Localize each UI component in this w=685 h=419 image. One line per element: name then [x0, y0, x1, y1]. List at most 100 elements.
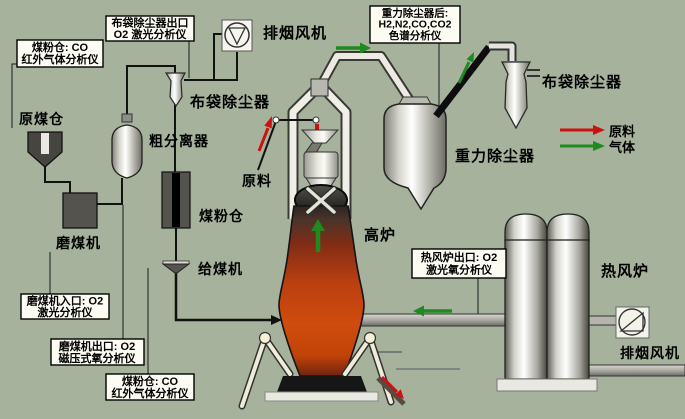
label-gravity-dust-collector: 重力除尘器 [455, 147, 535, 165]
label-coal-powder-bunker: 煤粉仓 [199, 208, 244, 224]
analyzer-coal-co-top[interactable]: 煤粉仓: CO 红外气体分析仪 [16, 39, 104, 68]
gas-arrow-offtake-head [466, 52, 474, 63]
legend-raw-material-arrowhead [593, 125, 605, 135]
tapping-runner [376, 376, 406, 406]
tuyere-ball-left [258, 331, 272, 345]
coal-injection-arrowhead [271, 315, 282, 325]
legend-raw-material-label: 原料 [609, 124, 635, 139]
coal-feeder [161, 260, 191, 274]
gas-up-arrow-head [311, 219, 325, 231]
label-bag-filter-right: 布袋除尘器 [542, 73, 622, 91]
furnace-body [278, 205, 365, 377]
leg [368, 336, 393, 404]
gas-arrow-bridge-head [360, 42, 371, 54]
analyzer-text: 煤粉仓: CO [122, 374, 179, 388]
bag-filter-left-body [164, 72, 186, 108]
conveyor-joint [312, 116, 320, 124]
feed-arrow-head [264, 116, 272, 129]
offtake-pipe-black [433, 44, 492, 119]
pipe-bagfilter-to-fan [184, 52, 238, 81]
analyzer-box[interactable] [50, 338, 145, 366]
analyzer-text: H2,N2,CO,CO2 [379, 19, 452, 31]
collector-body [383, 103, 447, 211]
analyzer-hot-stove-outlet[interactable]: 热风炉出口: O2 激光氧分析仪 [411, 248, 507, 279]
analyzer-text: 热风炉出口: O2 [421, 250, 497, 264]
pipe-bunker-to-mill [44, 165, 71, 193]
analyzer-box[interactable] [16, 39, 104, 68]
coal-powder-bunker [161, 171, 191, 229]
analyzer-connector-lines [11, 41, 479, 374]
analyzer-after-gravity-collector[interactable]: 重力除尘器后: H2,N2,CO,CO2 色谱分析仪 [369, 5, 461, 44]
stove-dome-2 [546, 213, 590, 242]
stove-to-fan-pipe [588, 315, 618, 326]
label-coal-mill: 磨煤机 [56, 235, 101, 251]
bag-filter-right-body [500, 61, 532, 130]
conveyor-joint [272, 116, 280, 124]
uptake-left [289, 85, 320, 219]
analyzer-mill-inlet[interactable]: 磨煤机入口: O2 激光分析仪 [20, 293, 110, 320]
legs [240, 336, 393, 408]
hot-blast-stoves [496, 213, 598, 392]
pipe-mill-to-separator [97, 178, 123, 205]
legend-gas-arrowhead [593, 141, 605, 151]
tuyere-ball-right [363, 331, 377, 345]
connector-coal-co-top [11, 63, 18, 128]
analyzer-box[interactable] [105, 373, 195, 401]
pipe-separator-to-bagfilter [126, 65, 176, 120]
coal-prep-piping [44, 33, 282, 325]
hearth-base [277, 376, 367, 392]
label-raw-material-feed: 原料 [242, 173, 272, 189]
pipe-fan-outlet [213, 33, 222, 79]
bunker-highlight [41, 133, 49, 154]
gas-arrow-offtake-shaft [457, 61, 471, 84]
uptake-right [320, 85, 350, 219]
analyzer-text: 激光分析仪 [38, 305, 94, 319]
gas-flow-arrows [336, 42, 474, 317]
blast-furnace [278, 184, 365, 377]
offtake-elbow [489, 43, 515, 61]
analyzer-text: 红外气体分析仪 [112, 386, 190, 400]
analyzer-text: O2 激光分析仪 [114, 27, 188, 41]
fan-bottom-box [615, 306, 650, 339]
analyzer-box[interactable] [411, 248, 507, 279]
hot-blast-pipe [360, 313, 510, 327]
analyzer-text: 布袋除尘器出口 [112, 16, 189, 30]
fan-bottom-icon [618, 308, 646, 336]
powder-bunker-highlight [172, 173, 180, 227]
analyzer-mill-outlet[interactable]: 磨煤机出口: O2 磁压式氧分析仪 [50, 338, 145, 366]
bleeder-cross [306, 187, 336, 214]
exhaust-fan-bottom [615, 306, 650, 339]
fan-top-box [221, 19, 253, 52]
leg [343, 336, 372, 376]
label-raw-coal-bunker: 原煤仓 [19, 111, 64, 127]
analyzer-text: 红外气体分析仪 [22, 52, 100, 66]
downcomer [317, 53, 414, 104]
analyzer-coal-co-bottom[interactable]: 煤粉仓: CO 红外气体分析仪 [105, 373, 195, 401]
fan-top-blade-icon [227, 27, 247, 46]
uptake-junction-box [310, 78, 329, 97]
feeder-cone [161, 263, 191, 274]
separator-neck [121, 113, 133, 123]
fan-top-icon [224, 22, 250, 48]
furnace-uptake-pipes [287, 51, 416, 219]
legend-gas-label: 气体 [609, 140, 636, 155]
conveyor-incline [257, 120, 277, 171]
leg [263, 336, 292, 376]
analyzer-boxes: 煤粉仓: CO 红外气体分析仪 布袋除尘器出口 O2 激光分析仪 重力除尘器后:… [16, 5, 507, 401]
bell-hopper [303, 151, 339, 179]
stove-body-2 [546, 239, 590, 380]
label-coal-feeder: 给煤机 [198, 261, 243, 277]
analyzer-box[interactable] [369, 5, 461, 44]
analyzer-box[interactable] [20, 293, 110, 320]
analyzer-box[interactable] [105, 15, 195, 42]
equipment-labels: 原煤仓 磨煤机 粗分离器 布袋除尘器 排烟风机 煤粉仓 给煤机 原料 高炉 重力… [19, 24, 679, 361]
separator-body [111, 124, 143, 179]
leg [240, 336, 267, 408]
pipe-coal-injection [174, 273, 271, 322]
base-platform [264, 391, 379, 402]
exhaust-fan-top [221, 19, 253, 52]
fan-bottom-blade-icon [619, 311, 644, 332]
analyzer-bag-filter-outlet[interactable]: 布袋除尘器出口 O2 激光分析仪 [105, 15, 195, 42]
